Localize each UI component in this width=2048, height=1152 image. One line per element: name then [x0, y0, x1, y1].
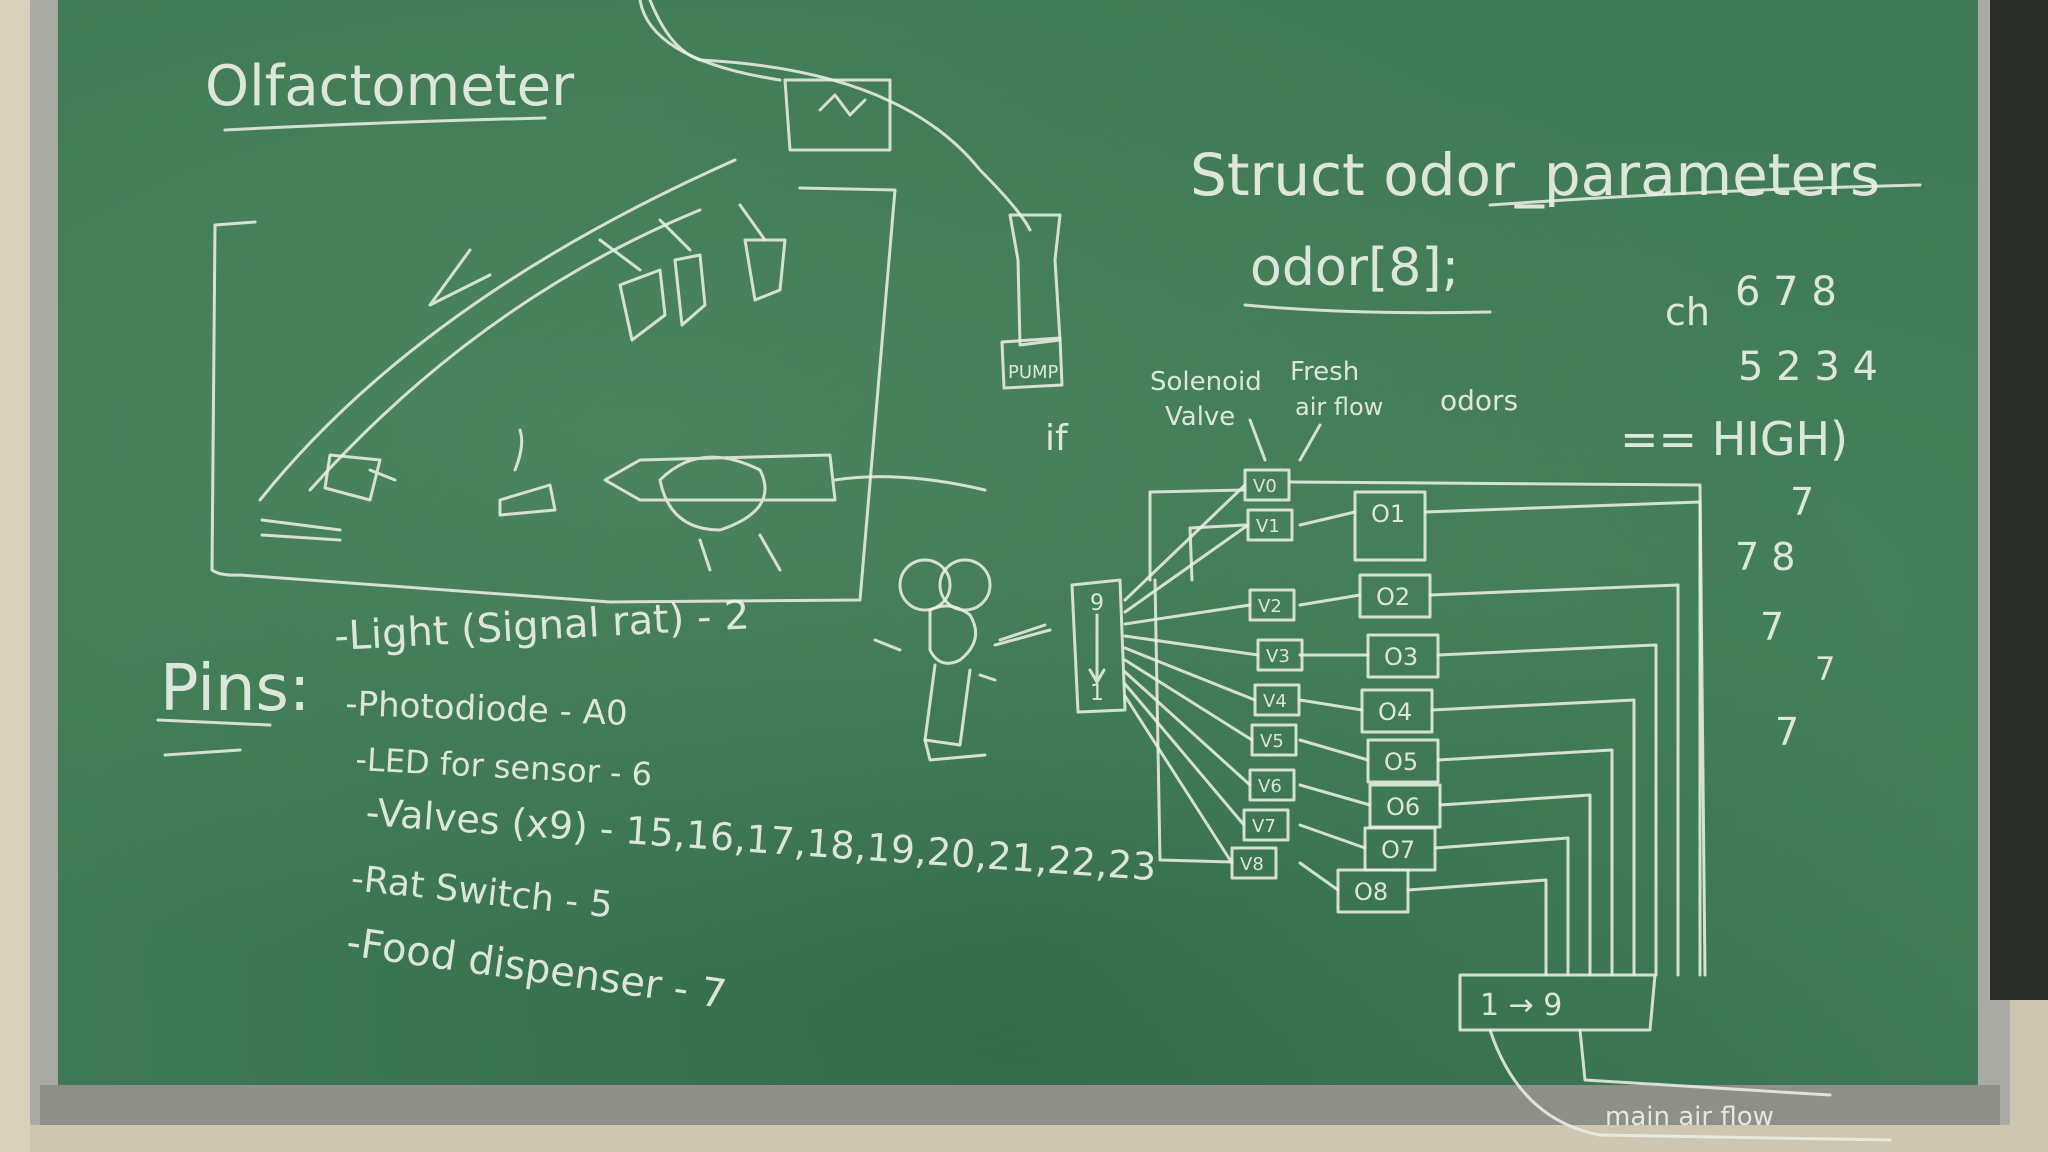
- odor-label: O7: [1381, 836, 1415, 864]
- condition-high: == HIGH): [1620, 412, 1848, 466]
- solenoid-label-1: Solenoid: [1150, 367, 1262, 397]
- chamber-sketch: [212, 160, 985, 602]
- valve-circuit: V0V1V2V3V4V5V6V7V8 O1O2O3O4O5O6O7O8: [1125, 420, 1705, 975]
- manifold-top-label: 9: [1090, 591, 1104, 616]
- valve-to-odor-line: [1300, 740, 1368, 760]
- valve-label: V4: [1263, 691, 1287, 712]
- valve-label: V2: [1258, 596, 1282, 617]
- pin-item: -Photodiode - A0: [345, 684, 629, 734]
- struct-var-underline: [1245, 305, 1490, 313]
- main-air-label: main air flow: [1605, 1102, 1774, 1132]
- fresh-label-2: air flow: [1295, 393, 1383, 421]
- pins-list: -Light (Signal rat) - 2 -Photodiode - A0 -…: [333, 592, 1158, 1018]
- valve-line: [1125, 525, 1248, 612]
- valve-label: V5: [1260, 731, 1284, 752]
- odor-to-mixer-line: [1435, 838, 1568, 975]
- condition-q2: 7 8: [1735, 535, 1795, 579]
- mouse-cartoon: [875, 560, 1050, 760]
- valve-to-odor-line: [1300, 595, 1360, 605]
- valve-line: [1125, 684, 1244, 825]
- fresh-label-1: Fresh: [1290, 357, 1359, 387]
- odor-label: O1: [1371, 500, 1405, 528]
- valve-label: V1: [1256, 516, 1280, 537]
- mixer: 1 → 9 main air flow: [1460, 975, 1890, 1140]
- odor-to-mixer-line: [1408, 880, 1546, 975]
- mixer-label: 1 → 9: [1480, 988, 1562, 1023]
- valve-to-odor-line: [1300, 700, 1362, 710]
- title-underline: [225, 118, 545, 130]
- valve-to-odor-line: [1300, 825, 1365, 848]
- condition-row2: 5 2 3 4: [1738, 344, 1878, 390]
- valve-to-odor-line: [1300, 785, 1370, 805]
- valve-label: V6: [1258, 776, 1282, 797]
- condition-q3: 7: [1760, 605, 1784, 649]
- odor-label: O4: [1378, 698, 1412, 726]
- if-label: if: [1045, 418, 1069, 459]
- valve-to-odor-line: [1300, 863, 1338, 890]
- odor-to-mixer-line: [1430, 585, 1678, 975]
- condition-ch: ch: [1665, 290, 1710, 334]
- valve-label: V0: [1253, 476, 1277, 497]
- condition-row1: 6 7 8: [1735, 269, 1837, 315]
- manifold: 9 1: [1072, 580, 1125, 712]
- valve-label: V8: [1240, 854, 1264, 875]
- pump-sketch: PUMP: [640, 0, 1062, 388]
- odor-label: O3: [1384, 643, 1418, 671]
- pin-item: -LED for sensor - 6: [355, 740, 653, 793]
- title-olfactometer: Olfactometer: [205, 54, 575, 119]
- struct-line: Struct odor_parameters: [1190, 141, 1880, 209]
- pin-item: -Rat Switch - 5: [349, 858, 614, 926]
- condition-q1: 7: [1790, 480, 1814, 524]
- valve-to-odor-line: [1300, 512, 1355, 525]
- condition-q5: 7: [1775, 710, 1799, 754]
- pin-item: -Light (Signal rat) - 2: [333, 592, 751, 660]
- odor-to-mixer-line: [1432, 700, 1634, 975]
- valve-line: [1125, 636, 1258, 655]
- valve-return-line: [1150, 490, 1245, 580]
- pins-heading: Pins:: [160, 652, 310, 726]
- odor-to-mixer-line: [1425, 502, 1700, 975]
- pump-label: PUMP: [1008, 362, 1059, 383]
- struct-variable: odor[8];: [1250, 238, 1459, 298]
- valve-line: [1125, 485, 1245, 600]
- valve-line: [1125, 605, 1250, 624]
- solenoid-label-2: Valve: [1165, 402, 1235, 432]
- valve-label: V3: [1266, 646, 1290, 667]
- condition-q4: 7: [1815, 650, 1835, 688]
- label-arrows: [1250, 420, 1320, 460]
- pin-item: -Food dispenser - 7: [344, 919, 730, 1018]
- odor-label: O8: [1354, 878, 1388, 906]
- odor-label: O5: [1384, 748, 1418, 776]
- manifold-bottom-label: 1: [1090, 681, 1104, 706]
- odor-label: O2: [1376, 583, 1410, 611]
- odors-label: odors: [1440, 384, 1518, 417]
- odor-label: O6: [1386, 793, 1420, 821]
- odor-to-mixer-line: [1438, 750, 1612, 975]
- valve-label: V7: [1252, 816, 1276, 837]
- fresh-air-line: [1290, 482, 1705, 975]
